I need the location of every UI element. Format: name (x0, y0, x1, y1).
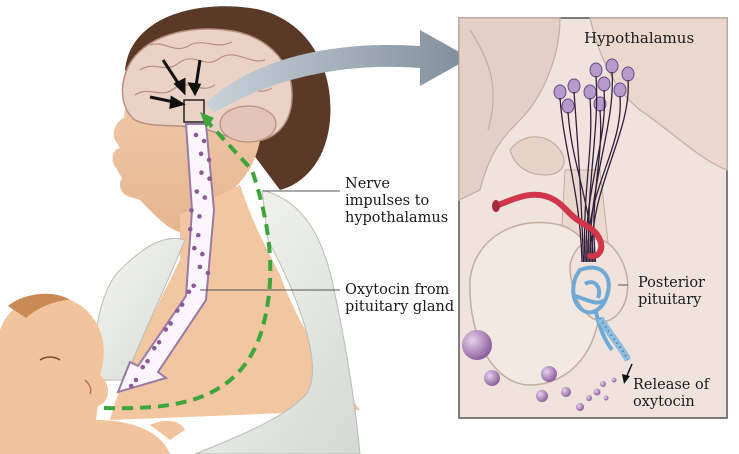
pathway-dot (206, 157, 212, 163)
hypothalamus-panel (458, 17, 728, 419)
brain-signal-arrows (149, 59, 202, 110)
cerebellum (219, 105, 277, 143)
pathway-dot (207, 176, 212, 181)
oxytocin-particle (611, 377, 617, 383)
oxytocin-particle (600, 381, 606, 387)
oxytocin-particle (536, 390, 548, 402)
pathway-dot (189, 208, 194, 213)
neuron-cell-body (613, 82, 627, 98)
axon (583, 97, 592, 263)
axon (593, 109, 602, 263)
pathway-dot (145, 358, 150, 364)
label-oxytocin-from: Oxytocin from pituitary gland (345, 282, 455, 315)
pathway-dot (197, 214, 202, 219)
neuron-cell-body (589, 62, 603, 78)
pathway-dot (198, 151, 204, 157)
oxytocin-particle-large (462, 330, 492, 360)
neuron-cell-body (553, 84, 567, 100)
pathway-dot (199, 170, 204, 175)
pathway-dot (140, 364, 146, 370)
axon (591, 79, 629, 263)
pathway-dot (202, 195, 208, 200)
neuron-cell-body (597, 76, 611, 92)
pathway-dot (191, 283, 196, 289)
axon (585, 89, 606, 263)
oxytocin-particle (593, 388, 601, 396)
mother-figure (89, 6, 361, 454)
pathway-dot (168, 321, 173, 326)
label-release-of-oxytocin: Release of oxytocin (633, 377, 710, 411)
pathway-dot (175, 308, 180, 313)
neck-chest (110, 185, 360, 420)
release-duct (596, 316, 632, 362)
gown-left (89, 237, 186, 381)
neuron-cell-body (583, 84, 597, 100)
pathway-dot (151, 346, 157, 351)
axon (588, 75, 598, 263)
pathway-dot (200, 251, 205, 257)
blood-vessel (493, 191, 605, 260)
pathway-dot (163, 327, 169, 332)
pathway-dot (195, 232, 201, 238)
neuron-cell-body (621, 66, 635, 82)
nerve-impulse-path (103, 118, 273, 411)
neuron-axons (559, 71, 629, 263)
released-oxytocin-dots (484, 366, 617, 411)
hypothalamus-box (183, 99, 205, 123)
capillary-network (571, 265, 614, 352)
zoom-arrow (205, 30, 470, 112)
axon (559, 97, 583, 263)
pathway-dot (187, 226, 193, 232)
pathway-dot (156, 340, 162, 345)
pathway-dot (133, 377, 139, 383)
gown (194, 189, 361, 454)
oxytocin-particle (541, 366, 557, 382)
pathway-dot (179, 302, 185, 307)
oxytocin-particle (484, 370, 500, 386)
pathway-dot (192, 245, 197, 251)
label-nerve-impulses: Nerve impulses to hypothalamus (345, 176, 449, 226)
pathway-dot (193, 132, 199, 138)
nerve-arrowhead (200, 112, 214, 128)
label-posterior-pituitary: Posterior pituitary (638, 275, 705, 309)
label-hypothalamus: Hypothalamus (584, 29, 695, 47)
pathway-dot (186, 289, 192, 295)
baby (0, 293, 185, 454)
oxytocin-particle (586, 395, 592, 401)
oxytocin-dots-pathway (128, 132, 212, 389)
oxytocin-particle (561, 387, 571, 397)
pathway-dot (205, 270, 211, 276)
neuron-cell-body (605, 58, 619, 74)
neural-pathway-arrow (116, 123, 216, 394)
axon (573, 91, 585, 263)
axon (567, 111, 595, 263)
pathway-dot (201, 138, 207, 144)
neuron-cell-body (561, 98, 575, 114)
oxytocin-particle (603, 395, 609, 401)
pathway-dot (197, 264, 203, 270)
pathway-dot (128, 383, 134, 389)
pathway-dot (194, 189, 200, 194)
oxytocin-particle (576, 403, 584, 411)
neuron-cell-body (567, 78, 581, 94)
